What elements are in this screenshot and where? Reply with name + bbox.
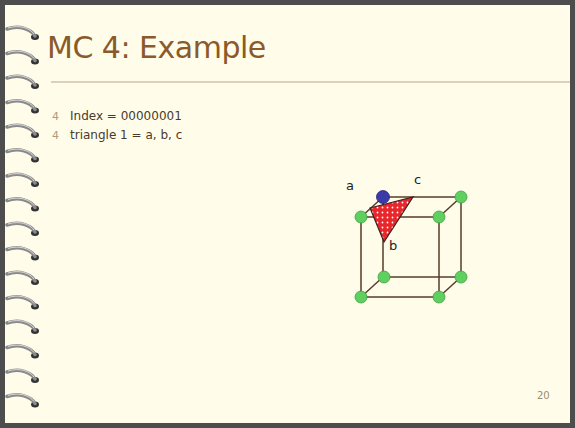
bullet-marker: 4 [52, 129, 59, 142]
slide-title: MC 4: Example [47, 30, 266, 65]
vertex-label: b [389, 238, 397, 253]
bullet-text: triangle 1 = a, b, c [70, 128, 182, 142]
vertex-label: a [346, 178, 354, 193]
title-rule [51, 82, 570, 83]
illustration [5, 5, 575, 428]
triangle [370, 197, 413, 242]
spiral-binding [7, 27, 39, 408]
vertex-label: c [414, 172, 421, 187]
corner-dots [355, 191, 467, 303]
inside-corner [377, 191, 390, 204]
cube [361, 197, 461, 297]
slide-number: 20 [537, 390, 550, 401]
bullet-text: Index = 00000001 [70, 109, 182, 123]
bullet-marker: 4 [52, 110, 59, 123]
